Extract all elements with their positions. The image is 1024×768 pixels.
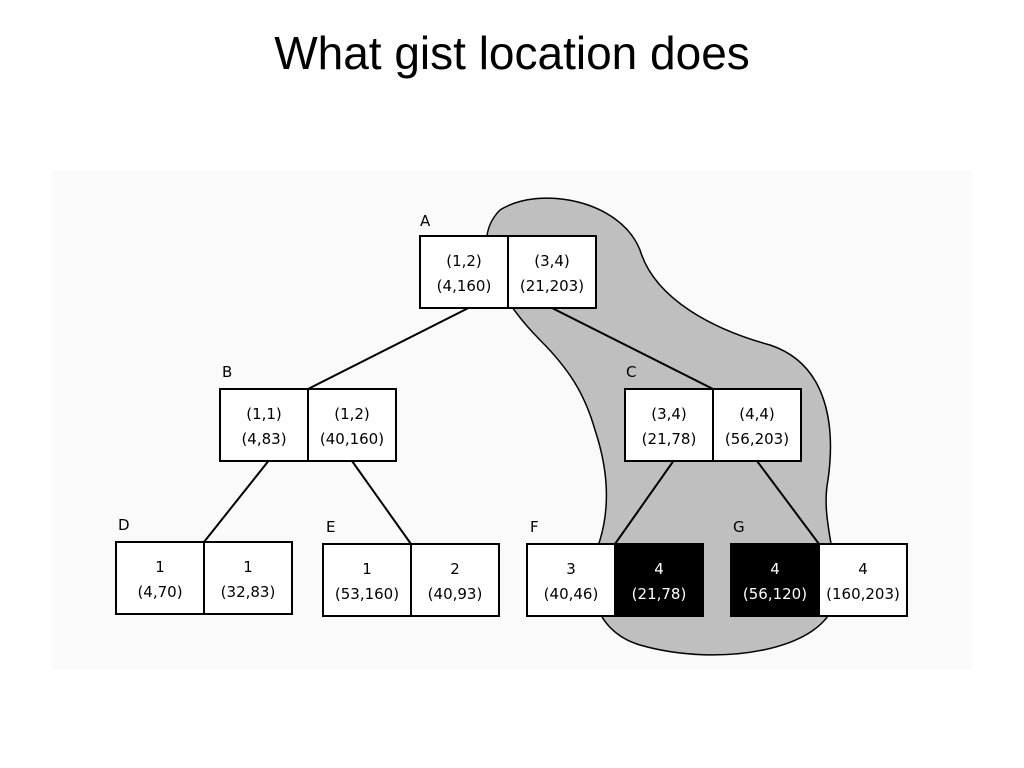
node-cell: 4 (160,203) — [818, 543, 908, 617]
node-a: A (1,2) (4,160) (3,4) (21,203) — [419, 212, 597, 309]
cell-range: (40,160) — [320, 430, 384, 448]
cell-range: (40,93) — [428, 585, 483, 603]
node-label: F — [530, 518, 539, 536]
cell-range: (56,120) — [743, 585, 807, 603]
node-cell-highlighted: 4 (56,120) — [730, 543, 820, 617]
node-f: F 3 (40,46) 4 (21,78) — [526, 518, 704, 617]
cell-range: (21,203) — [520, 277, 584, 295]
cell-key: (4,4) — [739, 405, 775, 423]
cell-box — [818, 543, 908, 617]
node-e: E 1 (53,160) 2 (40,93) — [322, 518, 500, 617]
cell-key: 4 — [654, 560, 664, 578]
cell-key: (3,4) — [534, 252, 570, 270]
node-label: A — [420, 212, 431, 230]
node-c: C (3,4) (21,78) (4,4) (56,203) — [624, 363, 802, 462]
node-d: D 1 (4,70) 1 (32,83) — [115, 516, 293, 615]
cell-box — [203, 541, 293, 615]
cell-range: (56,203) — [725, 430, 789, 448]
cell-range: (4,70) — [137, 583, 182, 601]
cell-key: (1,2) — [446, 252, 482, 270]
tree-edges — [203, 307, 820, 545]
node-cell: 1 (53,160) — [322, 543, 412, 617]
cell-box — [624, 388, 714, 462]
node-cell: (3,4) (21,203) — [507, 235, 597, 309]
node-cell: 1 (32,83) — [203, 541, 293, 615]
edge-b-e — [351, 460, 412, 545]
cell-range: (21,78) — [642, 430, 697, 448]
node-cell-highlighted: 4 (21,78) — [614, 543, 704, 617]
node-b: B (1,1) (4,83) (1,2) (40,160) — [219, 363, 397, 462]
node-label: E — [326, 518, 335, 536]
cell-key: 3 — [566, 560, 576, 578]
cell-range: (40,46) — [544, 585, 599, 603]
cell-key: 4 — [858, 560, 868, 578]
cell-key: (3,4) — [651, 405, 687, 423]
node-cell: (1,2) (4,160) — [419, 235, 509, 309]
edge-c-f — [614, 460, 675, 545]
node-cell: (1,2) (40,160) — [307, 388, 397, 462]
cell-key: (1,1) — [246, 405, 282, 423]
node-cell: 1 (4,70) — [115, 541, 205, 615]
cell-box — [526, 543, 616, 617]
cell-box — [730, 543, 820, 617]
cell-range: (4,160) — [437, 277, 492, 295]
tree-nodes: A(1,2)(4,160)(3,4)(21,203)B(1,1)(4,83)(1… — [115, 212, 908, 617]
node-label: D — [118, 516, 130, 534]
cell-box — [410, 543, 500, 617]
cell-key: (1,2) — [334, 405, 370, 423]
cell-key: 1 — [362, 560, 372, 578]
cell-box — [322, 543, 412, 617]
slide-title: What gist location does — [274, 27, 750, 79]
edge-b-d — [203, 460, 270, 543]
cell-range: (32,83) — [221, 583, 276, 601]
cell-box — [712, 388, 802, 462]
cell-box — [507, 235, 597, 309]
node-cell: 2 (40,93) — [410, 543, 500, 617]
cell-range: (4,83) — [241, 430, 286, 448]
cell-key: 4 — [770, 560, 780, 578]
node-g: G 4 (56,120) 4 (160,203) — [730, 518, 908, 617]
edge-a-c — [551, 307, 714, 390]
cell-range: (53,160) — [335, 585, 399, 603]
edge-a-b — [307, 307, 469, 390]
cell-key: 1 — [155, 558, 165, 576]
cell-range: (160,203) — [826, 585, 900, 603]
cell-key: 2 — [450, 560, 460, 578]
cell-box — [115, 541, 205, 615]
node-label: B — [222, 363, 232, 381]
cell-box — [219, 388, 309, 462]
node-cell: (4,4) (56,203) — [712, 388, 802, 462]
cell-box — [614, 543, 704, 617]
cell-key: 1 — [243, 558, 253, 576]
node-cell: 3 (40,46) — [526, 543, 616, 617]
cell-range: (21,78) — [632, 585, 687, 603]
node-label: C — [626, 363, 636, 381]
cell-box — [419, 235, 509, 309]
node-cell: (3,4) (21,78) — [624, 388, 714, 462]
edge-c-g — [756, 460, 820, 545]
node-label: G — [733, 518, 745, 536]
node-cell: (1,1) (4,83) — [219, 388, 309, 462]
cell-box — [307, 388, 397, 462]
